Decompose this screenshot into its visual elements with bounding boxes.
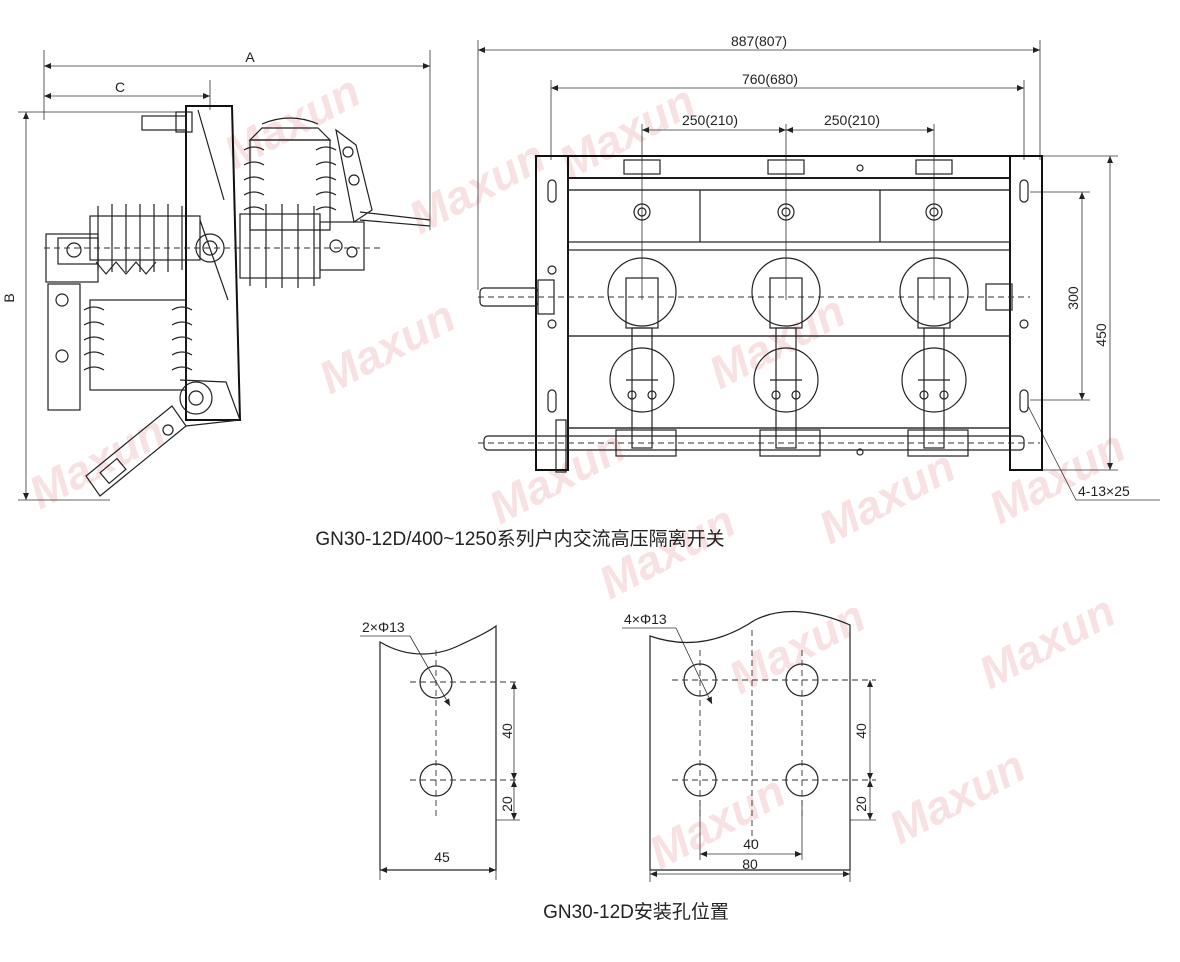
- mount-plate-4-hole: 4×Φ13 40 20 40 80: [622, 610, 876, 882]
- pole-3: [899, 257, 969, 449]
- watermark: Maxun: [700, 285, 853, 399]
- watermark: Maxun: [215, 65, 368, 179]
- upper-insulator: [243, 117, 337, 231]
- dim-mount-holes: 4-13×25: [1078, 483, 1130, 499]
- watermark: Maxun: [590, 495, 743, 609]
- dim-b-label: B: [1, 293, 17, 302]
- watermark: Maxun: [640, 765, 793, 879]
- left-hole-note: 2×Φ13: [362, 619, 405, 635]
- watermark: Maxun: [310, 290, 463, 404]
- right-dim-80: 80: [742, 856, 758, 872]
- lower-insulator: [47, 283, 193, 411]
- right-dim-40-vertical: 40: [853, 723, 869, 739]
- linkage-arm: [85, 379, 241, 497]
- dim-hole-spacing: 300: [1065, 286, 1081, 310]
- main-caption: GN30-12D/400~1250系列户内交流高压隔离开关: [315, 528, 724, 550]
- dim-frame-height: 450: [1093, 323, 1109, 347]
- right-hole-note: 4×Φ13: [624, 611, 667, 627]
- pole-2: [751, 257, 821, 449]
- dim-pole-pitch-2: 250(210): [824, 112, 880, 128]
- dim-pole-pitch-1: 250(210): [682, 112, 738, 128]
- pole-1: [607, 257, 677, 449]
- left-dim-20: 20: [499, 796, 515, 812]
- left-dim-40: 40: [499, 723, 515, 739]
- watermark: Maxun: [480, 420, 633, 534]
- dim-frame-width: 760(680): [742, 71, 798, 87]
- right-dim-40-horizontal: 40: [743, 836, 759, 852]
- watermark: Maxun: [880, 740, 1033, 854]
- front-view: 887(807) 760(680) 250(210) 250(210) 300 …: [477, 33, 1160, 501]
- left-dim-45: 45: [434, 849, 450, 865]
- middle-insulator: [45, 204, 225, 283]
- dim-overall-width: 887(807): [731, 33, 787, 49]
- watermark: Maxun: [970, 585, 1123, 699]
- watermark: Maxun: [20, 405, 173, 519]
- mount-plate-2-hole: 2×Φ13 40 20 45: [360, 619, 520, 880]
- right-insulator: [239, 204, 365, 288]
- dim-a-label: A: [245, 49, 255, 65]
- watermark-layer: Maxun Maxun Maxun Maxun Maxun Maxun Maxu…: [20, 65, 1133, 879]
- side-view: A C B: [1, 49, 431, 501]
- watermark: Maxun: [400, 130, 553, 244]
- watermark: Maxun: [550, 75, 703, 189]
- dim-c-label: C: [115, 79, 125, 95]
- right-dim-20: 20: [853, 796, 869, 812]
- mounting-caption: GN30-12D安装孔位置: [543, 901, 729, 923]
- watermark: Maxun: [810, 440, 963, 554]
